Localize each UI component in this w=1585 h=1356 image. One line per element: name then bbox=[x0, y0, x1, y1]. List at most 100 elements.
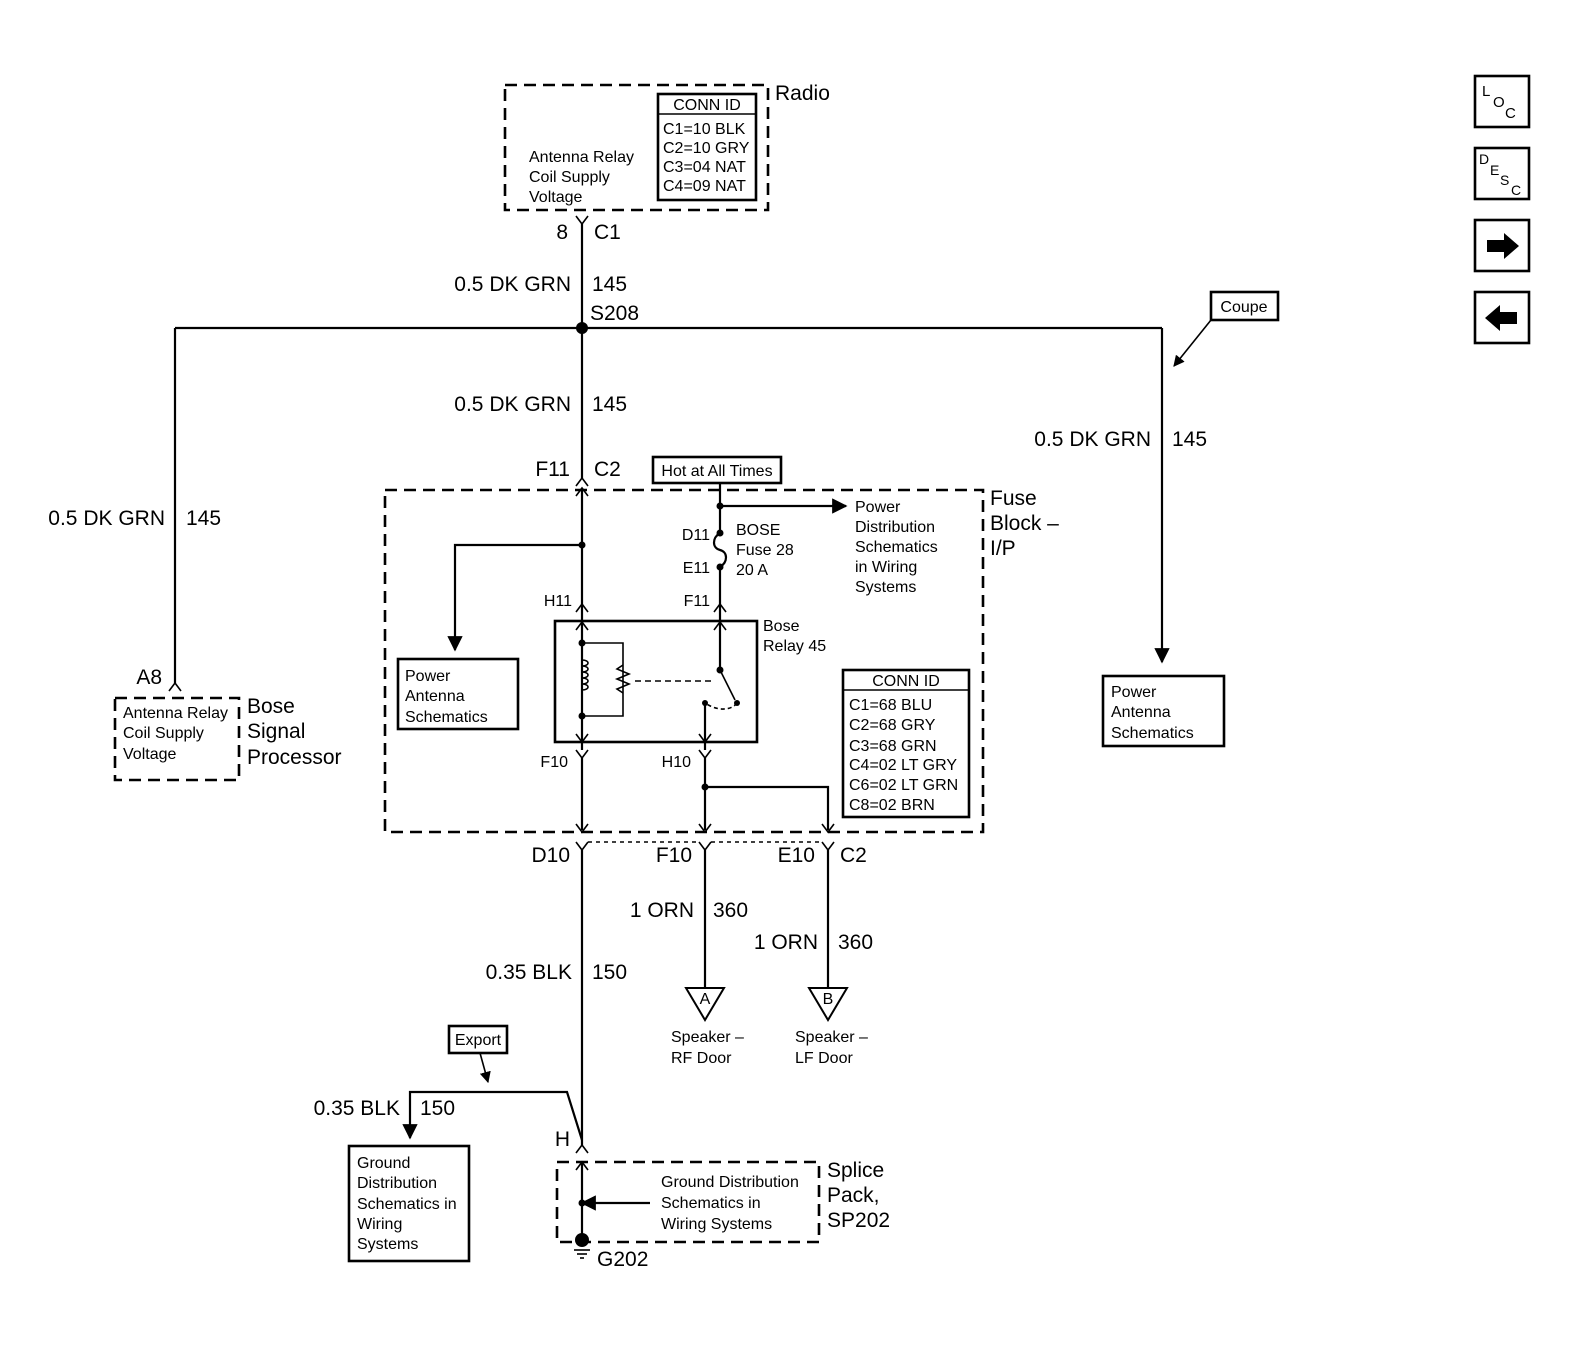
wires bbox=[173, 224, 1170, 683]
hot-at-all-times-box bbox=[651, 455, 783, 485]
wire-blk-label: 0.35 BLK bbox=[486, 961, 572, 984]
splice-s208-dot bbox=[576, 322, 588, 334]
splice-ref-line-3: Wiring Systems bbox=[661, 1216, 772, 1233]
power-antenna-schematics-box-right[interactable]: Power Antenna Schematics bbox=[1101, 674, 1226, 748]
wire-orn-b-label: 1 ORN bbox=[754, 931, 818, 954]
ground-dist-line-5: Systems bbox=[357, 1236, 418, 1253]
fuse-in-connector-symbol bbox=[575, 476, 589, 487]
bsp-circuit-line-2: Coil Supply bbox=[123, 725, 204, 742]
relay-switch-contact bbox=[719, 669, 736, 701]
splice-pack-component: H Ground Distribution Schematics in Wiri… bbox=[555, 1128, 890, 1244]
fuse-out-pin-e10: E10 bbox=[778, 844, 815, 867]
fuse-pin-e11: E11 bbox=[683, 560, 710, 577]
radio-pin: 8 bbox=[556, 221, 568, 244]
splice-pack-title-2: Pack, bbox=[827, 1184, 880, 1207]
loc-letter-2: O bbox=[1493, 94, 1505, 111]
power-antenna-inner-line-1: Power bbox=[405, 668, 451, 685]
ground-g202: G202 bbox=[574, 1233, 648, 1271]
bsp-pin: A8 bbox=[136, 666, 162, 689]
ground-dist-line-4: Wiring bbox=[357, 1216, 402, 1233]
speaker-a-letter: A bbox=[700, 991, 711, 1008]
speaker-b-letter: B bbox=[823, 991, 834, 1008]
power-dist-line-4: in Wiring bbox=[855, 559, 917, 576]
export-tag-label: Export bbox=[455, 1032, 502, 1049]
fuse-out-connector: C2 bbox=[840, 844, 867, 867]
wire-top-circuit: 145 bbox=[592, 273, 627, 296]
coupe-option-tag: Coupe bbox=[1173, 290, 1280, 367]
ground-dist-line-2: Distribution bbox=[357, 1175, 437, 1192]
radio-outline bbox=[503, 83, 770, 212]
radio-circuit-line-2: Coil Supply bbox=[529, 169, 610, 186]
wire-right-circuit: 145 bbox=[1172, 428, 1207, 451]
wire-orn-a-circuit: 360 bbox=[713, 899, 748, 922]
bose-fuse-symbol bbox=[712, 532, 728, 568]
relay-resistor-symbol bbox=[614, 664, 632, 694]
splice-pack-title-3: SP202 bbox=[827, 1209, 890, 1232]
power-antenna-schematics-box-inner[interactable]: Power Antenna Schematics bbox=[396, 657, 520, 731]
fuse-conn-id-2: C2=68 GRY bbox=[849, 717, 936, 734]
fuse-in-pin: F11 bbox=[535, 458, 570, 481]
bsp-title-3: Processor bbox=[247, 746, 342, 769]
fuse-block-conn-id-table: CONN ID C1=68 BLU C2=68 GRY C3=68 GRN C4… bbox=[841, 668, 971, 819]
fuse-conn-id-title: CONN ID bbox=[872, 673, 940, 690]
radio-conn-id-title: CONN ID bbox=[673, 97, 741, 114]
fuse-label-1: BOSE bbox=[736, 522, 780, 539]
wire-mid-circuit: 145 bbox=[592, 393, 627, 416]
radio-conn-id-3: C3=04 NAT bbox=[663, 159, 746, 176]
fuse-block-title-2: Block – bbox=[990, 512, 1059, 535]
radio-title: Radio bbox=[775, 82, 830, 105]
radio-conn-id-2: C2=10 GRY bbox=[663, 140, 750, 157]
power-antenna-right-line-3: Schematics bbox=[1111, 725, 1194, 742]
wire-left-label: 0.5 DK GRN bbox=[48, 507, 165, 530]
bsp-title-2: Signal bbox=[247, 720, 305, 743]
prev-button[interactable] bbox=[1473, 290, 1531, 345]
wire-orn-a-label: 1 ORN bbox=[630, 899, 694, 922]
loc-button[interactable]: L O C bbox=[1473, 74, 1531, 129]
splice-ref-line-2: Schematics in bbox=[661, 1195, 761, 1212]
speaker-rf-door-reference[interactable]: A Speaker – RF Door bbox=[671, 987, 744, 1067]
splice-label: S208 bbox=[590, 302, 639, 325]
power-antenna-inner-line-3: Schematics bbox=[405, 709, 488, 726]
next-button[interactable] bbox=[1473, 218, 1531, 273]
desc-button[interactable]: D E S C bbox=[1473, 146, 1531, 201]
ground-wires: 0.35 BLK 150 0.35 BLK 150 bbox=[314, 850, 627, 1145]
wire-150-export bbox=[402, 1090, 584, 1141]
radio-conn-id-4: C4=09 NAT bbox=[663, 178, 746, 195]
power-dist-line-3: Schematics bbox=[855, 539, 938, 556]
wire-blk-circuit: 150 bbox=[592, 961, 627, 984]
wire-top-label: 0.5 DK GRN bbox=[454, 273, 571, 296]
splice-pack-title-1: Splice bbox=[827, 1159, 884, 1182]
wire-left-circuit: 145 bbox=[186, 507, 221, 530]
export-option-tag: Export bbox=[447, 1024, 509, 1084]
arrow-right-icon bbox=[1487, 233, 1519, 259]
desc-letter-4: C bbox=[1511, 182, 1521, 198]
fuse-block-component: Fuse Block – I/P F11 C2 Hot at All Times… bbox=[383, 455, 1059, 867]
power-dist-line-1: Power bbox=[855, 499, 901, 516]
fuse-block-title-1: Fuse bbox=[990, 487, 1037, 510]
ground-distribution-schematics-box[interactable]: Ground Distribution Schematics in Wiring… bbox=[347, 1144, 471, 1263]
desc-letter-1: D bbox=[1479, 151, 1489, 167]
relay-label-1: Bose bbox=[763, 618, 800, 635]
fuse-block-title-3: I/P bbox=[990, 537, 1016, 560]
power-antenna-right-line-2: Antenna bbox=[1111, 704, 1171, 721]
relay-label-2: Relay 45 bbox=[763, 638, 826, 655]
fuse-conn-id-1: C1=68 BLU bbox=[849, 697, 932, 714]
desc-letter-3: S bbox=[1500, 172, 1509, 188]
ground-dist-line-3: Schematics in bbox=[357, 1196, 457, 1213]
hot-at-all-times-label: Hot at All Times bbox=[661, 463, 772, 480]
radio-component: Radio Antenna Relay Coil Supply Voltage … bbox=[503, 82, 830, 244]
wire-mid-label: 0.5 DK GRN bbox=[454, 393, 571, 416]
wire-orn-b-circuit: 360 bbox=[838, 931, 873, 954]
fuse-out-pin-f10: F10 bbox=[656, 844, 692, 867]
radio-conn-id-1: C1=10 BLK bbox=[663, 121, 746, 138]
fuse-conn-id-6: C8=02 BRN bbox=[849, 797, 935, 814]
wire-to-power-antenna bbox=[447, 543, 582, 652]
speaker-lf-door-reference[interactable]: B Speaker – LF Door bbox=[795, 987, 868, 1067]
bsp-circuit-line-1: Antenna Relay bbox=[123, 705, 228, 722]
relay-pin-h11: H11 bbox=[544, 593, 572, 610]
fuse-label-2: Fuse 28 bbox=[736, 542, 794, 559]
relay-pin-f11: F11 bbox=[684, 593, 710, 610]
wire-blk-export-label: 0.35 BLK bbox=[314, 1097, 400, 1120]
wire-right-label: 0.5 DK GRN bbox=[1034, 428, 1151, 451]
